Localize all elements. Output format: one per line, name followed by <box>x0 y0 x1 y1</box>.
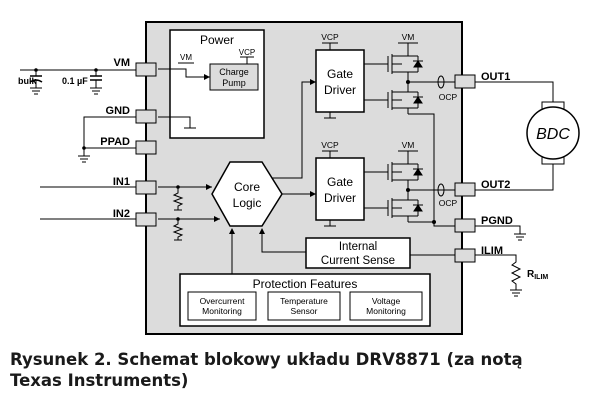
pin-in1 <box>135 180 157 195</box>
overcurrent-monitor-box <box>187 291 257 321</box>
pin-label-ppad: PPAD <box>100 136 130 148</box>
vm-top-label: VM <box>402 32 415 42</box>
pin-label-gnd: GND <box>106 105 131 117</box>
ocp-top-label: OCP <box>439 92 458 102</box>
vcp-inside-label: VCP <box>239 48 255 57</box>
pin-ppad <box>135 140 157 155</box>
gate-driver-bottom-label-2: Driver <box>324 191 356 205</box>
temperature-sensor-box <box>267 291 341 321</box>
voltage-label-2: Monitoring <box>366 306 406 316</box>
charge-pump-label-2: Pump <box>222 78 246 88</box>
pin-pgnd <box>454 218 476 233</box>
ocp-sensor-top <box>437 75 445 89</box>
cap-value-label: 0.1 µF <box>62 76 88 86</box>
pin-label-pgnd: PGND <box>481 215 513 227</box>
rilim-main: R <box>527 269 535 280</box>
bdc-motor <box>526 106 580 160</box>
power-label: Power <box>200 33 234 47</box>
gate-driver-top-label-2: Driver <box>324 83 356 97</box>
rilim-sub: ILIM <box>534 274 548 281</box>
temperature-label-2: Sensor <box>291 306 318 316</box>
bulk-label: bulk <box>18 76 37 86</box>
vcp-bottom-label: VCP <box>321 140 339 150</box>
core-logic-block <box>211 161 283 227</box>
voltage-label-1: Voltage <box>372 296 401 306</box>
pin-vm <box>135 62 157 77</box>
ics-label-1: Internal <box>339 241 377 253</box>
pin-label-in2: IN2 <box>113 208 130 220</box>
rilim-label: RILIM <box>527 269 548 281</box>
ics-label-2: Current Sense <box>321 255 395 267</box>
pin-gnd <box>135 109 157 124</box>
pin-label-ilim: ILIM <box>481 245 503 257</box>
mosfet-low-side-1 <box>387 82 423 114</box>
mosfet-high-side-1 <box>387 52 423 82</box>
mosfet-high-side-2 <box>387 160 423 190</box>
vm-bottom-label: VM <box>402 140 415 150</box>
charge-pump-label-1: Charge <box>219 67 249 77</box>
motor-label: BDC <box>536 126 570 143</box>
pin-label-vm: VM <box>114 57 131 69</box>
protection-title: Protection Features <box>253 277 358 291</box>
charge-pump-block <box>209 63 259 91</box>
pin-label-out1: OUT1 <box>481 71 510 83</box>
gate-driver-bottom <box>315 157 365 221</box>
gate-driver-bottom-label-1: Gate <box>327 175 353 189</box>
gate-driver-top <box>315 49 365 113</box>
drv8871-block-diagram: Power VM VCP Charge Pump VCP Gate Driver… <box>18 21 580 335</box>
gate-driver-top-label-1: Gate <box>327 67 353 81</box>
internal-current-sense-block <box>305 237 411 269</box>
overcurrent-label-2: Monitoring <box>202 306 242 316</box>
vcp-top-label: VCP <box>321 32 339 42</box>
vm-inside-label: VM <box>180 53 192 62</box>
overcurrent-label-1: Overcurrent <box>200 296 246 306</box>
voltage-monitor-box <box>349 291 423 321</box>
pin-label-in1: IN1 <box>113 176 130 188</box>
pin-out1 <box>454 74 476 89</box>
core-logic-label-2: Logic <box>233 196 262 210</box>
ocp-sensor-bottom <box>437 183 445 197</box>
pin-out2 <box>454 182 476 197</box>
temperature-label-1: Temperature <box>280 296 328 306</box>
pin-label-out2: OUT2 <box>481 179 510 191</box>
mosfet-low-side-2 <box>387 190 423 222</box>
core-logic-label-1: Core <box>234 180 260 194</box>
figure-caption: Rysunek 2. Schemat blokowy układu DRV887… <box>10 350 523 390</box>
pin-in2 <box>135 212 157 227</box>
pin-ilim <box>454 248 476 263</box>
ocp-bottom-label: OCP <box>439 198 458 208</box>
